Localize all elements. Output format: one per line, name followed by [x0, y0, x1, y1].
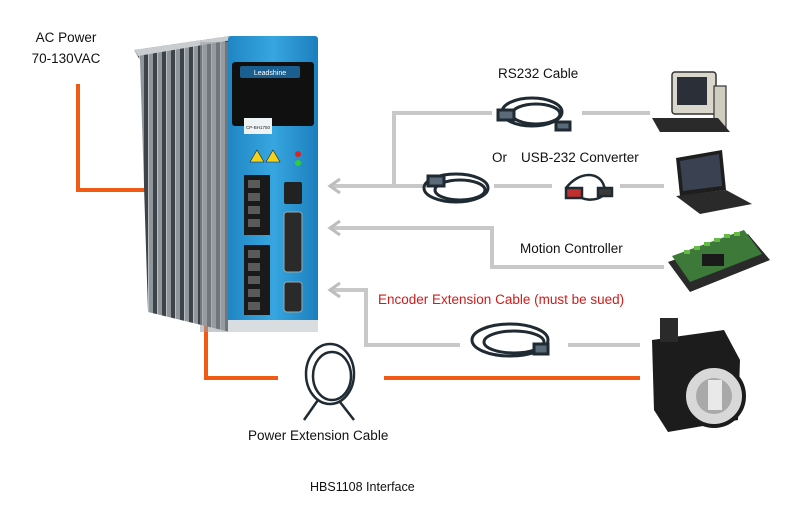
- motion-controller-board: [668, 230, 770, 292]
- usb-converter-label: USB-232 Converter: [521, 150, 639, 165]
- signal-lines: [330, 111, 664, 347]
- rs232-trunk-line: [392, 111, 492, 186]
- rs232-cable-label: RS232 Cable: [498, 66, 579, 81]
- diagram-caption: HBS1108 Interface: [310, 480, 415, 494]
- drive-brand: Leadshine: [254, 70, 286, 77]
- ac-power-line1: AC Power: [35, 30, 97, 45]
- servo-motor: [652, 318, 746, 432]
- warning-icon: [249, 149, 265, 163]
- motion-controller-label: Motion Controller: [520, 241, 623, 256]
- warning-icon-2: [265, 149, 281, 163]
- desktop-pc: [652, 71, 730, 132]
- encoder-cable-label: Encoder Extension Cable (must be sued): [378, 292, 625, 307]
- usb232-cable-coil-left: [422, 172, 490, 204]
- signal-arrows: [327, 177, 341, 299]
- rs232-cable-coil: [496, 96, 572, 132]
- ac-power-label: AC Power 70-130VAC: [18, 30, 114, 66]
- encoder-arrow: [327, 281, 341, 299]
- rs232-port: [284, 182, 302, 204]
- laptop: [676, 150, 752, 214]
- comm-arrow: [327, 177, 341, 195]
- encoder-port: [283, 281, 303, 313]
- power-cable-label: Power Extension Cable: [248, 428, 389, 443]
- motion-arrow: [327, 219, 341, 237]
- motion-controller-line: [330, 226, 664, 269]
- control-port: [283, 211, 303, 273]
- or-label: Or: [492, 150, 507, 165]
- ac-power-line2: 70-130VAC: [31, 51, 101, 66]
- power-cable-coil: [302, 342, 356, 421]
- encoder-cable-coil: [470, 322, 550, 358]
- servo-drive: Leadshine CP-BH1750: [134, 36, 318, 332]
- drive-model-label: CP-BH1750: [246, 125, 271, 130]
- encoder-line-left: [330, 288, 460, 347]
- usb232-converter-cable: [564, 173, 614, 201]
